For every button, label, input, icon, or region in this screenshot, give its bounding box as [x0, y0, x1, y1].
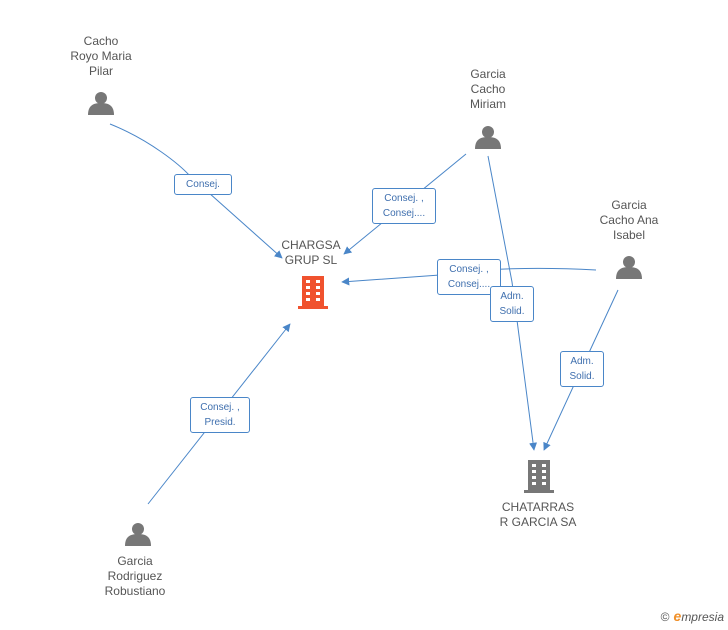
edge-label-ana-chatarras[interactable]: Adm. Solid. — [560, 351, 604, 387]
edge-label-miriam-chargsa[interactable]: Consej. , Consej.... — [372, 188, 436, 224]
node-label-garcia-rodriguez-robustiano[interactable]: Garcia Rodriguez Robustiano — [104, 554, 166, 598]
edge-line-miriam-chatarras — [487, 155, 538, 451]
person-icon — [475, 126, 501, 149]
edge-label-cacho-chargsa[interactable]: Consej. — [174, 174, 232, 195]
person-icon — [125, 523, 151, 546]
node-label-cacho-royo-maria-pilar[interactable]: Cacho Royo Maria Pilar — [70, 34, 132, 78]
node-label-chatarras-r-garcia-sa[interactable]: CHATARRAS R GARCIA SA — [499, 500, 577, 529]
building-icon — [298, 276, 328, 309]
empresia-logo: ©empresia — [661, 608, 724, 624]
copyright-symbol: © — [660, 610, 670, 624]
node-label-chargsa-grup-sl[interactable]: CHARGSA GRUP SL — [281, 238, 341, 267]
brand-e: e — [673, 608, 682, 624]
person-icon — [616, 256, 642, 279]
brand-name: mpresia — [681, 610, 724, 624]
node-label-garcia-cacho-ana-isabel[interactable]: Garcia Cacho Ana Isabel — [599, 198, 659, 242]
person-icon — [88, 92, 114, 115]
edge-label-robustiano-chargsa[interactable]: Consej. , Presid. — [190, 397, 250, 433]
building-icon — [524, 460, 554, 493]
node-label-garcia-cacho-miriam[interactable]: Garcia Cacho Miriam — [470, 67, 506, 111]
edge-label-miriam-chatarras[interactable]: Adm. Solid. — [490, 286, 534, 322]
